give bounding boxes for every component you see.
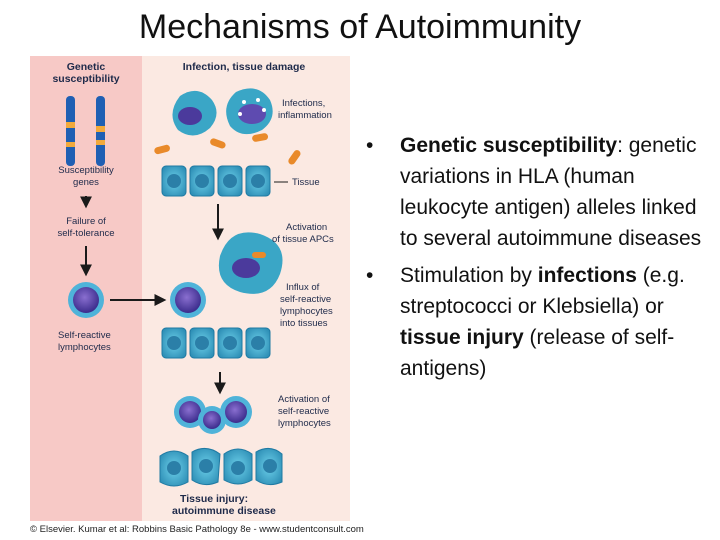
bacteria-icon [154, 133, 301, 165]
bullet-list: • Genetic susceptibility: genetic variat… [366, 130, 706, 390]
label-influx-4: into tissues [280, 318, 328, 329]
tissue-row-icon [161, 327, 271, 359]
label-activation-apcs-2: of tissue APCs [272, 234, 334, 245]
bullet-bold: Genetic susceptibility [400, 134, 618, 157]
lymphocyte-icon [68, 282, 104, 318]
label-influx-3: lymphocytes [280, 306, 333, 317]
chromosome-icon [66, 96, 105, 166]
figure-caption: © Elsevier. Kumar et al: Robbins Basic P… [30, 524, 364, 535]
slide-title: Mechanisms of Autoimmunity [138, 8, 582, 46]
bullet-dot: • [366, 264, 374, 287]
bullet-item: • Stimulation by infections (e.g. strept… [366, 260, 706, 384]
flow-arrows [80, 196, 226, 395]
label-activation-self-2: self-reactive [278, 406, 329, 417]
bullet-dot: • [366, 134, 374, 157]
label-tissue: Tissue [292, 177, 320, 188]
bullet-text: Stimulation by [400, 264, 538, 287]
label-activation-self-1: Activation of [278, 394, 330, 405]
label-failure-2: self-tolerance [57, 228, 114, 239]
label-self-reactive-2: lymphocytes [58, 342, 111, 353]
bullet-bold: tissue injury [400, 326, 524, 349]
label-inflammation: inflammation [278, 110, 332, 121]
bullet-text: : genetic variations in HLA (human leuko… [400, 134, 702, 250]
label-susceptibility: susceptibility [52, 73, 119, 85]
label-susc-genes-1: Susceptibility [58, 165, 114, 176]
bullet-item: • Genetic susceptibility: genetic variat… [366, 130, 706, 254]
bullet-text: (release of self-antigens) [400, 326, 675, 380]
label-failure-1: Failure of [66, 216, 106, 227]
label-infections: Infections, [282, 98, 325, 109]
autoimmunity-figure: Genetic susceptibility Infection, tissue… [30, 56, 350, 521]
lymphocyte-icon [170, 282, 206, 318]
label-activation-apcs-1: Activation [286, 222, 327, 233]
infected-cell-icon [172, 88, 273, 136]
apc-icon [218, 232, 283, 294]
bullet-text: (e.g. streptococci or Klebsiella) or [400, 264, 685, 318]
tissue-row-icon [161, 165, 271, 197]
label-tissue-injury-2: autoimmune disease [172, 505, 276, 517]
autoimmunity-diagram: Genetic susceptibility Infection, tissue… [30, 56, 350, 521]
label-genetic: Genetic [67, 61, 106, 73]
label-influx-2: self-reactive [280, 294, 331, 305]
label-tissue-injury-1: Tissue injury: [180, 493, 248, 505]
label-susc-genes-2: genes [73, 177, 99, 188]
label-infection: Infection, tissue damage [183, 61, 306, 73]
bullet-bold: infections [537, 264, 637, 287]
label-influx-1: Influx of [286, 282, 320, 293]
damaged-tissue-icon [159, 448, 283, 487]
label-self-reactive-1: Self-reactive [58, 330, 111, 341]
label-activation-self-3: lymphocytes [278, 418, 331, 429]
lymphocyte-icon [174, 396, 252, 434]
